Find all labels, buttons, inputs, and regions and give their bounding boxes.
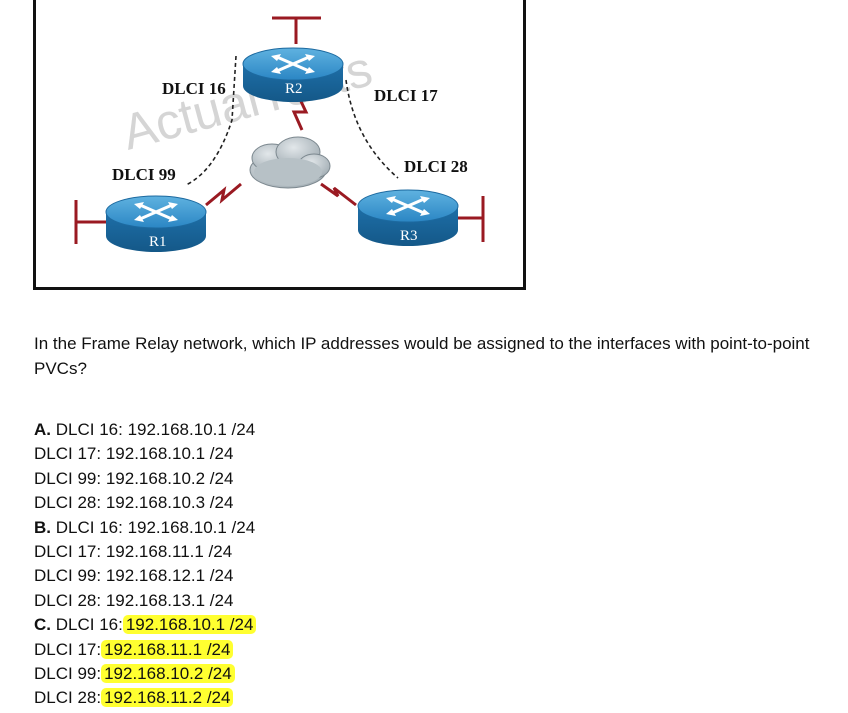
r2-ethernet-icon (272, 16, 321, 44)
serial-link-r1 (205, 182, 242, 207)
option-a-label-1: DLCI 16: (55, 420, 123, 439)
frame-relay-cloud-icon (249, 136, 331, 189)
option-b-label-4: DLCI 28: (34, 590, 102, 610)
option-b-label-1: DLCI 16: (55, 517, 123, 537)
diagram-canvas: ActualTests (74, 16, 485, 252)
option-c-value-1-highlighted: 192.168.10.1 /24 (122, 615, 257, 635)
option-b-line-4: DLCI 28: 192.168.13.1 /24 (34, 589, 634, 613)
option-c-value-3-highlighted: 192.168.10.2 /24 (101, 664, 235, 684)
option-b-value-1: 192.168.10.1 /24 (127, 517, 256, 537)
router-r1-icon: R1 (105, 195, 207, 252)
option-a-label-4: DLCI 28: (34, 493, 102, 513)
answer-options: A. DLCI 16: 192.168.10.1 /24 DLCI 17: 19… (34, 418, 634, 711)
option-b-label-2: DLCI 17: (34, 542, 102, 562)
serial-link-r2 (291, 94, 309, 131)
option-c-letter: C. (34, 615, 51, 635)
option-c-line-4: DLCI 28:192.168.11.2 /24 (34, 686, 634, 710)
router-r2-icon: R2 (242, 47, 344, 102)
serial-link-r3 (320, 182, 357, 207)
option-b-letter: B. (34, 517, 51, 537)
router-r2-label: R2 (285, 81, 303, 97)
dlci-label-r2-right: DLCI 17 (374, 86, 438, 105)
option-a-value-4: 192.168.10.3 /24 (105, 493, 234, 513)
option-b-line-2: DLCI 17: 192.168.11.1 /24 (34, 540, 634, 564)
r3-ethernet-icon (458, 196, 485, 242)
option-b-value-4: 192.168.13.1 /24 (105, 590, 234, 610)
option-c-label-2: DLCI 17: (34, 639, 102, 659)
option-a-label-3: DLCI 99: (34, 468, 102, 488)
question-text: In the Frame Relay network, which IP add… (34, 334, 810, 378)
option-b-line-1: B. DLCI 16: 192.168.10.1 /24 (34, 516, 634, 540)
option-c-line-2: DLCI 17:192.168.11.1 /24 (34, 638, 634, 662)
option-c-value-4-highlighted: 192.168.11.2 /24 (101, 688, 234, 708)
option-a-line-1: A. DLCI 16: 192.168.10.1 /24 (34, 418, 634, 442)
option-c-line-3: DLCI 99:192.168.10.2 /24 (34, 662, 634, 686)
option-c-label-3: DLCI 99: (34, 664, 102, 684)
option-a-value-3: 192.168.10.2 /24 (105, 468, 234, 488)
option-a-letter: A. (34, 420, 51, 439)
option-b-label-3: DLCI 99: (34, 566, 102, 586)
option-a-value-2: 192.168.10.1 /24 (105, 444, 234, 464)
option-b-line-3: DLCI 99: 192.168.12.1 /24 (34, 564, 634, 588)
router-r1-label: R1 (149, 234, 167, 250)
option-a-value-1: 192.168.10.1 /24 (127, 420, 256, 439)
dlci-label-r1: DLCI 99 (112, 165, 176, 184)
option-a-line-2: DLCI 17: 192.168.10.1 /24 (34, 442, 634, 466)
dlci-label-r3: DLCI 28 (404, 157, 468, 176)
option-a-label-2: DLCI 17: (34, 444, 102, 464)
option-c-label-4: DLCI 28: (34, 688, 102, 708)
pvc-r1-r2-dashed (185, 55, 237, 186)
option-b-value-2: 192.168.11.1 /24 (105, 542, 233, 562)
dlci-label-r2-left: DLCI 16 (162, 79, 226, 98)
router-r3-label: R3 (400, 228, 418, 244)
option-c-value-2-highlighted: 192.168.11.1 /24 (101, 639, 234, 659)
router-r3-icon: R3 (357, 189, 459, 246)
option-c-line-1: C. DLCI 16:192.168.10.1 /24 (34, 613, 634, 637)
option-c-label-1: DLCI 16: (55, 615, 123, 635)
option-b-value-3: 192.168.12.1 /24 (105, 566, 234, 586)
option-a-line-4: DLCI 28: 192.168.10.3 /24 (34, 491, 634, 515)
network-diagram: ActualTests (33, 0, 526, 290)
pvc-r2-r3-dashed (345, 79, 399, 179)
option-a-line-3: DLCI 99: 192.168.10.2 /24 (34, 467, 634, 491)
